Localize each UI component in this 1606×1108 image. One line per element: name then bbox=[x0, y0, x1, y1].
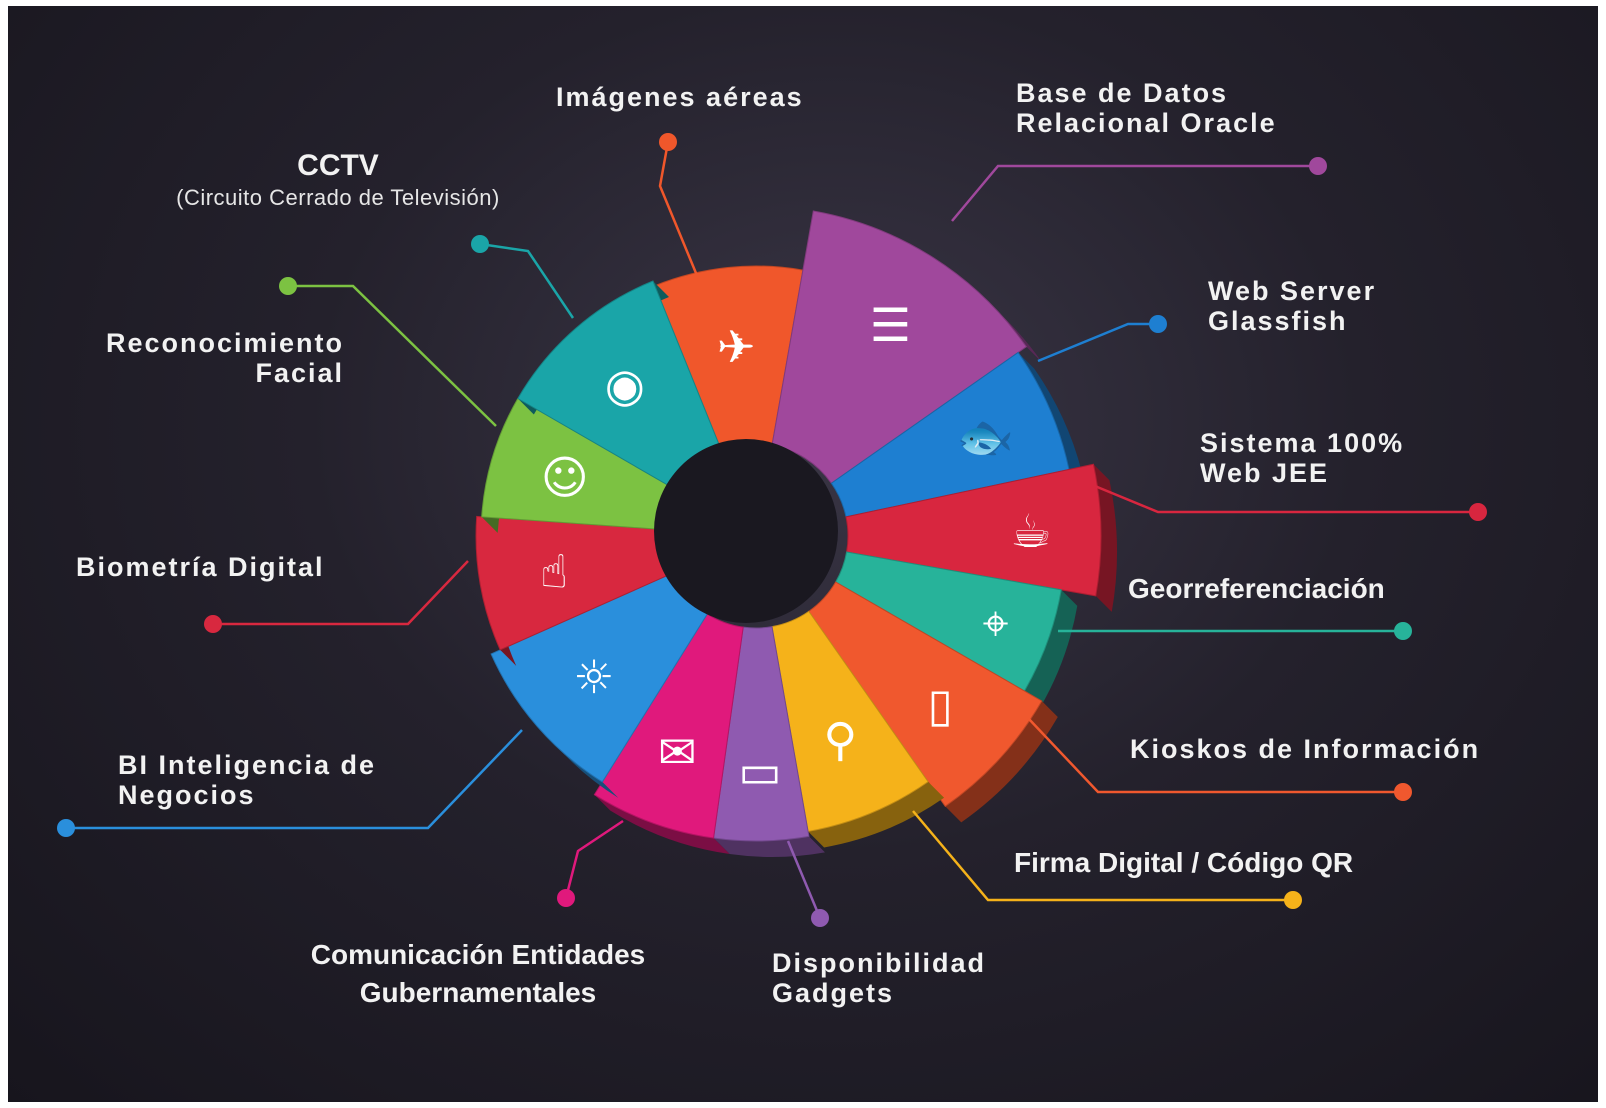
segment-side-kioskos bbox=[945, 701, 1058, 823]
label-gadgets: Disponibilidad Gadgets bbox=[772, 948, 986, 1008]
segment-side-georef bbox=[1024, 589, 1078, 707]
wheel-center-hole bbox=[654, 439, 838, 623]
label-firma-digital: Firma Digital / Código QR bbox=[1014, 847, 1354, 878]
leader-dot-bi bbox=[57, 819, 75, 837]
lightbulb-icon: ☼ bbox=[573, 650, 614, 704]
wheel-diagram: ✈ ☰ 🐟 ☕⌖ ▯ ⚲ ▭ ✉ ☼☝ ☺ ◉ bbox=[57, 133, 1487, 927]
leader-dot-facial bbox=[279, 277, 297, 295]
segment-side-webserver bbox=[1018, 352, 1086, 486]
leader-line-webserver bbox=[1037, 322, 1158, 363]
chat-bubbles-icon: ✉ bbox=[658, 725, 697, 779]
label-sistema-jee: Sistema 100% Web JEE bbox=[1200, 428, 1405, 488]
java-cup-icon: ☕ bbox=[1010, 504, 1051, 558]
leader-line-biometria bbox=[213, 560, 469, 626]
map-pin-icon: ⌖ bbox=[983, 596, 1009, 650]
security-camera-icon: ◉ bbox=[605, 358, 645, 412]
label-bi: BI Inteligencia de Negocios bbox=[118, 750, 377, 810]
leader-dot-jee bbox=[1469, 503, 1487, 521]
infographic-canvas: ✈ ☰ 🐟 ☕⌖ ▯ ⚲ ▭ ✉ ☼☝ ☺ ◉ Imágenes aéreas Base de Da… bbox=[8, 6, 1598, 1102]
fish-icon: 🐟 bbox=[957, 409, 1014, 463]
drone-icon: ✈ bbox=[717, 320, 756, 374]
leader-line-kioskos bbox=[1027, 717, 1403, 794]
fingerprint-touch-icon: ☝ bbox=[540, 545, 568, 599]
segment-side-gadgets bbox=[713, 836, 825, 857]
segment-comunicacion bbox=[593, 613, 744, 839]
segment-side-comunicacion bbox=[594, 794, 730, 855]
leader-dot-imagenes bbox=[659, 133, 677, 151]
label-web-server: Web Server Glassfish bbox=[1208, 276, 1377, 336]
segment-webserver bbox=[830, 351, 1070, 518]
leader-dot-webserver bbox=[1149, 315, 1167, 333]
qr-magnifier-icon: ⚲ bbox=[823, 712, 857, 766]
segment-georef bbox=[834, 551, 1062, 692]
leader-dot-georef bbox=[1394, 622, 1412, 640]
segment-gadgets bbox=[712, 626, 810, 842]
segment-side-firma bbox=[808, 781, 945, 848]
segment-basedatos bbox=[771, 210, 1028, 484]
leader-dot-firma bbox=[1284, 891, 1302, 909]
label-georreferenciacion: Georreferenciación bbox=[1128, 573, 1385, 604]
cctv-subtitle: (Circuito Cerrado de Televisión) bbox=[176, 185, 500, 210]
face-scan-icon: ☺ bbox=[541, 451, 589, 505]
label-biometria: Biometría Digital bbox=[76, 552, 325, 582]
leader-line-basedatos bbox=[951, 164, 1318, 222]
tablet-hands-icon: ▭ bbox=[738, 744, 781, 798]
leader-dot-kioskos bbox=[1394, 783, 1412, 801]
leader-dot-comunicacion bbox=[557, 889, 575, 907]
leader-dot-biometria bbox=[204, 615, 222, 633]
leader-dot-gadgets bbox=[811, 909, 829, 927]
leader-line-jee bbox=[1089, 482, 1478, 514]
leader-line-gadgets bbox=[786, 840, 822, 919]
label-comunicacion: Comunicación Entidades Gubernamentales bbox=[310, 939, 646, 1008]
label-cctv: CCTV (Circuito Cerrado de Televisión) bbox=[148, 150, 528, 214]
leader-line-comunicacion bbox=[564, 819, 624, 899]
kiosk-icon: ▯ bbox=[928, 678, 953, 732]
cctv-title: CCTV bbox=[297, 149, 379, 182]
segment-firma bbox=[771, 610, 929, 833]
segment-kioskos bbox=[808, 581, 1043, 808]
label-reconocimiento-facial: Reconocimiento Facial bbox=[105, 328, 344, 388]
leader-line-bi bbox=[66, 729, 523, 830]
leader-dot-basedatos bbox=[1309, 157, 1327, 175]
database-icon: ☰ bbox=[870, 298, 911, 352]
label-imagenes-aereas: Imágenes aéreas bbox=[556, 82, 804, 112]
label-kioskos: Kioskos de Información bbox=[1130, 734, 1481, 764]
leader-line-imagenes bbox=[658, 141, 700, 279]
leader-line-facial bbox=[288, 284, 497, 427]
leader-line-cctv bbox=[479, 242, 575, 319]
label-base-de-datos: Base de Datos Relacional Oracle bbox=[1016, 78, 1277, 138]
leader-line-firma bbox=[912, 810, 1293, 902]
leader-dot-cctv bbox=[471, 235, 489, 253]
